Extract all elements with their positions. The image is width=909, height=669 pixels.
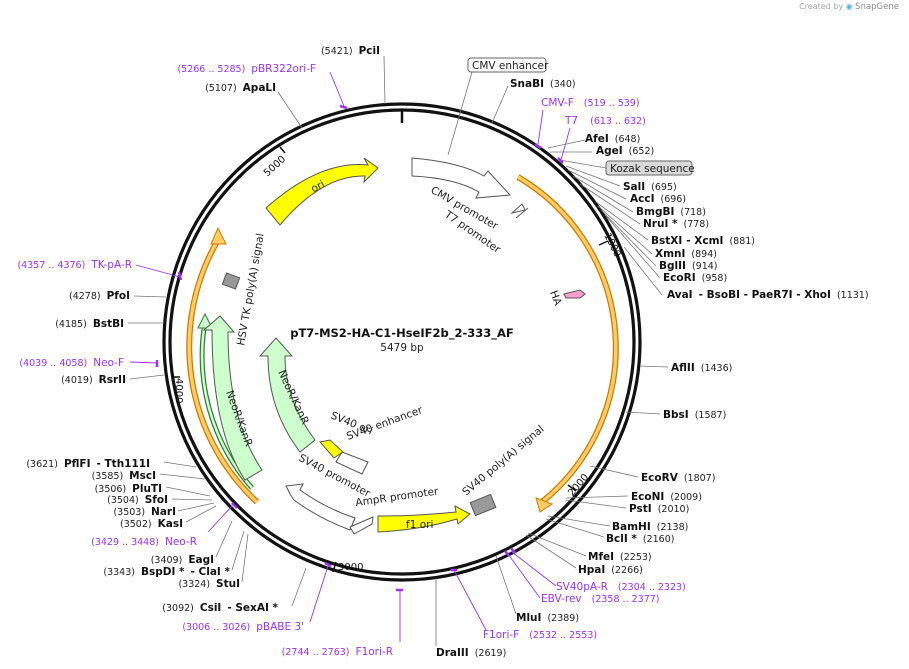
site-bspdi: (3343)BspDI *- ClaI * bbox=[103, 566, 230, 578]
site-rsrii: (4019)RsrII bbox=[61, 374, 126, 386]
neor-thin-arrowhead bbox=[197, 312, 213, 329]
feature-neor-inner bbox=[258, 337, 316, 453]
orf-arrowhead-right bbox=[535, 497, 554, 513]
sites-right: SnaBI(340) AfeI(648) AgeI(652) SalI(695)… bbox=[436, 78, 869, 659]
site-bstbi: (4185)BstBI bbox=[55, 318, 124, 330]
site-agei: AgeI(652) bbox=[596, 145, 654, 157]
feature-f1-ori bbox=[377, 505, 471, 533]
primer-tk-pa-r: (4357 .. 4376)TK-pA-R bbox=[17, 259, 132, 271]
site-snabi: SnaBI(340) bbox=[510, 78, 576, 90]
feature-neor-outer bbox=[202, 315, 263, 481]
orf-arc-right-fill bbox=[517, 175, 618, 504]
site-draiii: DraIII(2619) bbox=[436, 647, 506, 659]
feature-ori bbox=[265, 157, 379, 226]
tick-1000: 1000 bbox=[598, 231, 623, 259]
feature-sv40-promoter bbox=[285, 483, 356, 531]
tick-label-3000: 3000 bbox=[338, 562, 363, 573]
credit-text: Created by bbox=[799, 2, 844, 11]
site-bmgbi: BmgBI(718) bbox=[636, 206, 706, 218]
site-msci: (3585)MscI bbox=[92, 470, 156, 482]
feature-cmv-promoter bbox=[411, 157, 512, 199]
feature-ha bbox=[563, 289, 586, 299]
primer-f1ori-f: F1ori-F(2532 .. 2553) bbox=[483, 629, 597, 641]
site-xmni: XmnI(894) bbox=[655, 248, 717, 260]
tick-label-5000: 5000 bbox=[262, 154, 288, 179]
primers: (5266 .. 5285)pBR322ori-F CMV-F(519 .. 5… bbox=[17, 63, 685, 658]
site-avai: AvaI- BsoBI - PaeR7I - XhoI(1131) bbox=[667, 289, 869, 301]
primer-pbr322ori-f: (5266 .. 5285)pBR322ori-F bbox=[177, 63, 316, 75]
label-hsv-tk: HSV TK poly(A) signal bbox=[235, 232, 267, 346]
label-sv40-polya: SV40 poly(A) signal bbox=[460, 423, 546, 498]
site-nari: (3503)NarI bbox=[113, 506, 176, 518]
site-mfei: MfeI(2253) bbox=[588, 551, 652, 563]
primer-sv40pa-r: SV40pA-R(2304 .. 2323) bbox=[556, 581, 686, 593]
cmv-enhancer-label: CMV enhancer bbox=[472, 60, 549, 72]
label-f1-ori: f1 ori bbox=[406, 519, 433, 531]
feature-t7-promoter bbox=[510, 203, 526, 214]
site-eagi: (3409)EagI bbox=[151, 554, 214, 566]
primer-leaders bbox=[129, 71, 571, 642]
site-econi: EcoNI(2009) bbox=[631, 491, 702, 503]
site-srui: NruI *(778) bbox=[643, 218, 709, 230]
tick-5000: 5000 bbox=[262, 146, 288, 179]
kozak-mark bbox=[515, 207, 529, 219]
primer-marks bbox=[155, 104, 564, 592]
plasmid-name: pT7-MS2-HA-C1-HseIF2b_2-333_AF bbox=[290, 326, 514, 341]
tick-3000: 3000 bbox=[332, 561, 363, 573]
primer-t7: T7(613 .. 632) bbox=[564, 115, 646, 127]
site-csii: (3092)CsiI- SexAI * bbox=[162, 602, 278, 614]
label-ha: HA bbox=[547, 289, 564, 308]
site-aflii: AflII(1436) bbox=[671, 362, 732, 374]
primer-ebv-rev: EBV-rev(2358 .. 2377) bbox=[541, 593, 660, 605]
neor-thin-arc-fill bbox=[200, 321, 253, 489]
cmv-enhancer-box bbox=[467, 57, 547, 73]
site-psti: PstI(2010) bbox=[629, 503, 689, 515]
primer-pbabe-3: (3006 .. 3026)pBABE 3' bbox=[182, 621, 304, 633]
site-apali: (5107)ApaLI bbox=[205, 82, 276, 94]
feature-sv40-polya bbox=[469, 493, 497, 517]
feature-hsv-tk bbox=[221, 272, 241, 290]
site-mlui: MluI(2389) bbox=[516, 612, 579, 624]
orf-arrowhead-left bbox=[210, 226, 227, 245]
feature-ampr-promoter bbox=[349, 516, 374, 535]
primer-neo-r: (3429 .. 3448)Neo-R bbox=[91, 536, 197, 548]
site-ecori: EcoRI(958) bbox=[663, 272, 727, 284]
site-bbsi: BbsI(1587) bbox=[663, 409, 726, 421]
site-bstxi: BstXI- XcmI(881) bbox=[651, 235, 755, 247]
snapgene-credit: Created by ◉ SnapGene bbox=[799, 2, 899, 12]
right-leaders bbox=[435, 85, 669, 646]
site-pfoi: (4278)PfoI bbox=[69, 290, 130, 302]
site-pcii: (5421)PciI bbox=[321, 45, 380, 57]
label-ori: ori bbox=[309, 178, 327, 195]
site-ecorv: EcoRV(1807) bbox=[641, 472, 715, 484]
site-kasi: (3502)KasI bbox=[120, 518, 183, 530]
site-pluti: (3506)PluTI bbox=[95, 483, 162, 495]
left-leaders bbox=[128, 55, 386, 607]
site-pflfi: (3621)PflFI- Tth111I bbox=[26, 458, 150, 470]
tick-4000: 4000 bbox=[172, 376, 184, 403]
site-afei: AfeI(648) bbox=[585, 133, 640, 145]
site-hpai: HpaI(2266) bbox=[578, 564, 643, 576]
primer-f1ori-r: (2744 .. 2763)F1ori-R bbox=[282, 646, 393, 658]
site-bcli: BclI *(2160) bbox=[606, 533, 674, 545]
orf-arc-left-fill bbox=[187, 239, 259, 504]
sites-left: (5421)PciI (5107)ApaLI (4278)PfoI (4185)… bbox=[26, 45, 380, 614]
feature-sv40-enhancer bbox=[335, 451, 369, 475]
plasmid-size: 5479 bp bbox=[380, 342, 424, 354]
site-bamhi: BamHI(2138) bbox=[612, 521, 688, 533]
primer-neo-f: (4039 .. 4058)Neo-F bbox=[19, 357, 124, 369]
snapgene-brand: SnapGene bbox=[855, 2, 899, 12]
site-acci: AccI(696) bbox=[630, 193, 686, 205]
kozak-label: Kozak sequence bbox=[610, 163, 695, 175]
tick-label-4000: 4000 bbox=[173, 378, 184, 403]
backbone-outer bbox=[162, 102, 642, 582]
site-sali: SalI(695) bbox=[623, 181, 677, 193]
cmv-enhancer-leader bbox=[447, 71, 473, 156]
primer-cmv-f: CMV-F(519 .. 539) bbox=[541, 97, 640, 109]
site-sfoi: (3504)SfoI bbox=[107, 494, 168, 506]
snapgene-logo-icon: ◉ bbox=[845, 2, 853, 11]
site-bglii: BglII(914) bbox=[659, 260, 717, 272]
site-stui: (3324)StuI bbox=[178, 578, 240, 590]
